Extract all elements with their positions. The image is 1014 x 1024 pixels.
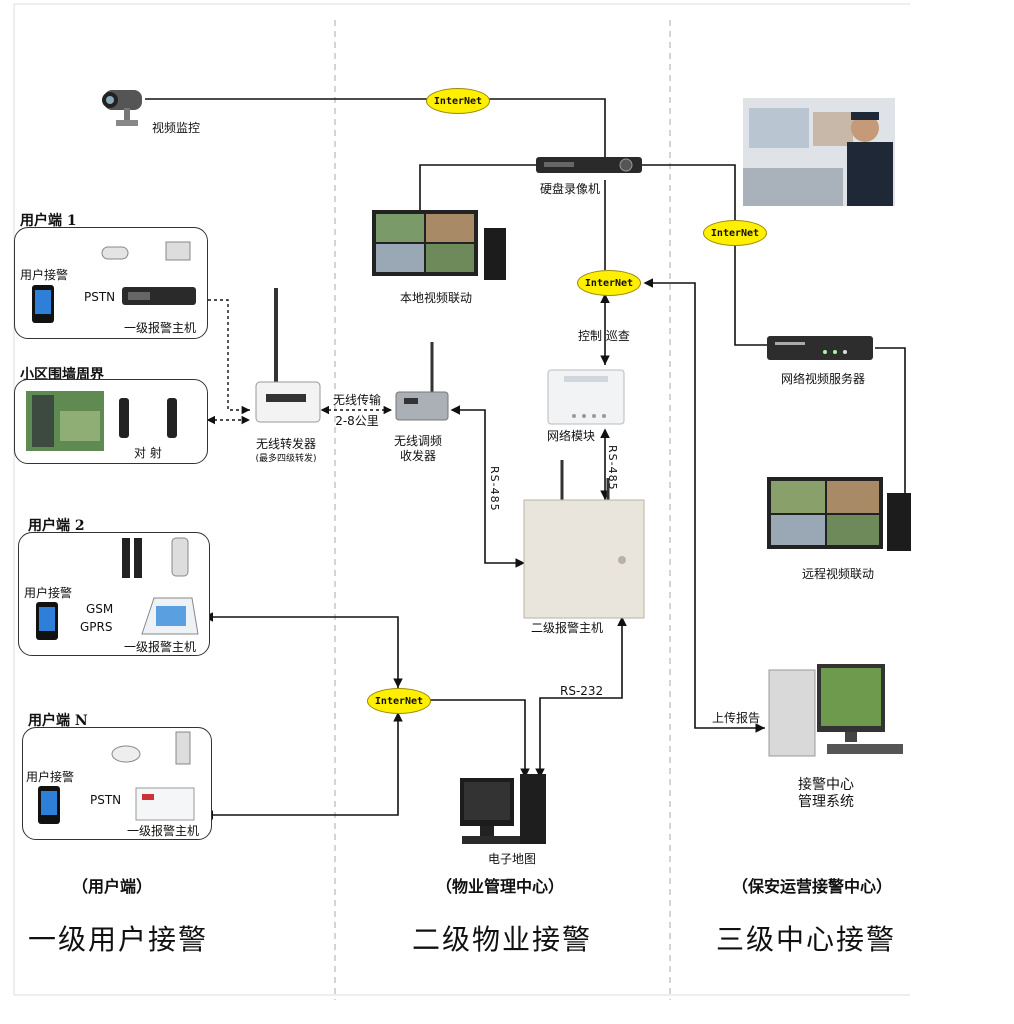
dvr-label: 硬盘录像机: [539, 182, 601, 196]
user2-pir-icon: [171, 537, 189, 577]
beam-sensor-icon-1: [119, 398, 129, 438]
user1-title: 用户端 1: [20, 213, 77, 229]
userN-phone-label: 用户接警: [26, 770, 75, 784]
user2-host-icon: [141, 597, 199, 635]
user1-sensor-icon: [101, 246, 129, 260]
beam-sensor-icon-2: [167, 398, 177, 438]
userN-host-icon: [135, 787, 195, 821]
perimeter-photo: [26, 391, 104, 451]
alarm-center-operator-photo: [743, 98, 895, 206]
userN-smoke-detector-icon: [111, 745, 141, 763]
control-patrol-label: 控制 巡查: [578, 329, 630, 343]
user1-host-label: 一级报警主机: [123, 321, 197, 335]
column-2-title: 二级物业接警: [411, 923, 593, 956]
camera-label: 视频监控: [152, 121, 201, 135]
column-3-title: 三级中心接警: [715, 923, 897, 956]
remote-video-monitor-icon: [767, 477, 911, 551]
user2-phone-icon: [36, 602, 58, 640]
userN-door-sensor-icon: [175, 731, 191, 765]
local-video-label: 本地视频联动: [399, 291, 473, 305]
local-video-monitor-icon: [372, 210, 506, 280]
upload-report-label: 上传报告: [712, 711, 761, 725]
user1-phone-label: 用户接警: [20, 268, 69, 282]
userN-link-label: PSTN: [90, 793, 122, 807]
wireless-transceiver-icon: [395, 342, 449, 421]
user2-title: 用户端 2: [28, 518, 85, 534]
userN-title: 用户端 N: [28, 713, 88, 729]
transceiver-label-2: 收发器: [399, 449, 437, 463]
column-1-subtitle: （用户端）: [71, 877, 153, 896]
second-host-label: 二级报警主机: [530, 621, 604, 635]
userN-host-label: 一级报警主机: [126, 824, 200, 838]
video-server-label: 网络视频服务器: [780, 372, 866, 386]
wireless-link-label-2: 2-8公里: [335, 414, 379, 428]
user2-link-label-1: GSM: [86, 602, 114, 616]
second-level-alarm-host-icon: [523, 460, 645, 619]
center-label-2: 管理系统: [798, 794, 854, 810]
internet-oval-bottom: InterNet: [367, 688, 431, 714]
user1-link-label: PSTN: [84, 290, 116, 304]
repeater-label: 无线转发器: [255, 437, 317, 451]
userN-phone-icon: [38, 786, 60, 824]
user2-link-label-2: GPRS: [80, 620, 113, 634]
column-3-subtitle: （保安运营接警中心）: [731, 877, 893, 896]
internet-oval-top: InterNet: [426, 88, 490, 114]
user2-phone-label: 用户接警: [24, 586, 73, 600]
internet-oval-right: InterNet: [703, 220, 767, 246]
column-2-subtitle: （物业管理中心）: [435, 877, 565, 896]
user2-beam-sensor-icon: [122, 538, 142, 578]
rs232-label: RS-232: [560, 684, 604, 698]
perimeter-pair-label: 对 射: [134, 446, 162, 460]
wireless-link-label-1: 无线传输: [332, 393, 382, 407]
e-map-computer-icon: [460, 774, 546, 844]
wireless-repeater-icon: [255, 288, 321, 423]
repeater-note: (最多四级转发): [255, 454, 317, 464]
user1-door-sensor-icon: [165, 241, 191, 261]
network-video-server-icon: [767, 336, 873, 360]
remote-video-label: 远程视频联动: [801, 567, 875, 581]
e-map-label: 电子地图: [487, 852, 537, 866]
internet-oval-mid: InterNet: [577, 270, 641, 296]
camera-icon: [102, 90, 142, 126]
transceiver-label-1: 无线调频: [393, 434, 443, 448]
center-label-1: 接警中心: [798, 777, 854, 793]
rs485-left-label: RS-485: [488, 466, 501, 512]
dvr-icon: [536, 157, 642, 173]
user2-host-label: 一级报警主机: [123, 640, 197, 654]
network-module-icon: [547, 369, 625, 425]
user1-host-icon: [122, 287, 196, 305]
alarm-center-pc-icon: [768, 664, 903, 757]
column-1-title: 一级用户接警: [27, 923, 209, 956]
network-module-label: 网络模块: [546, 429, 596, 443]
user1-phone-icon: [32, 285, 54, 323]
